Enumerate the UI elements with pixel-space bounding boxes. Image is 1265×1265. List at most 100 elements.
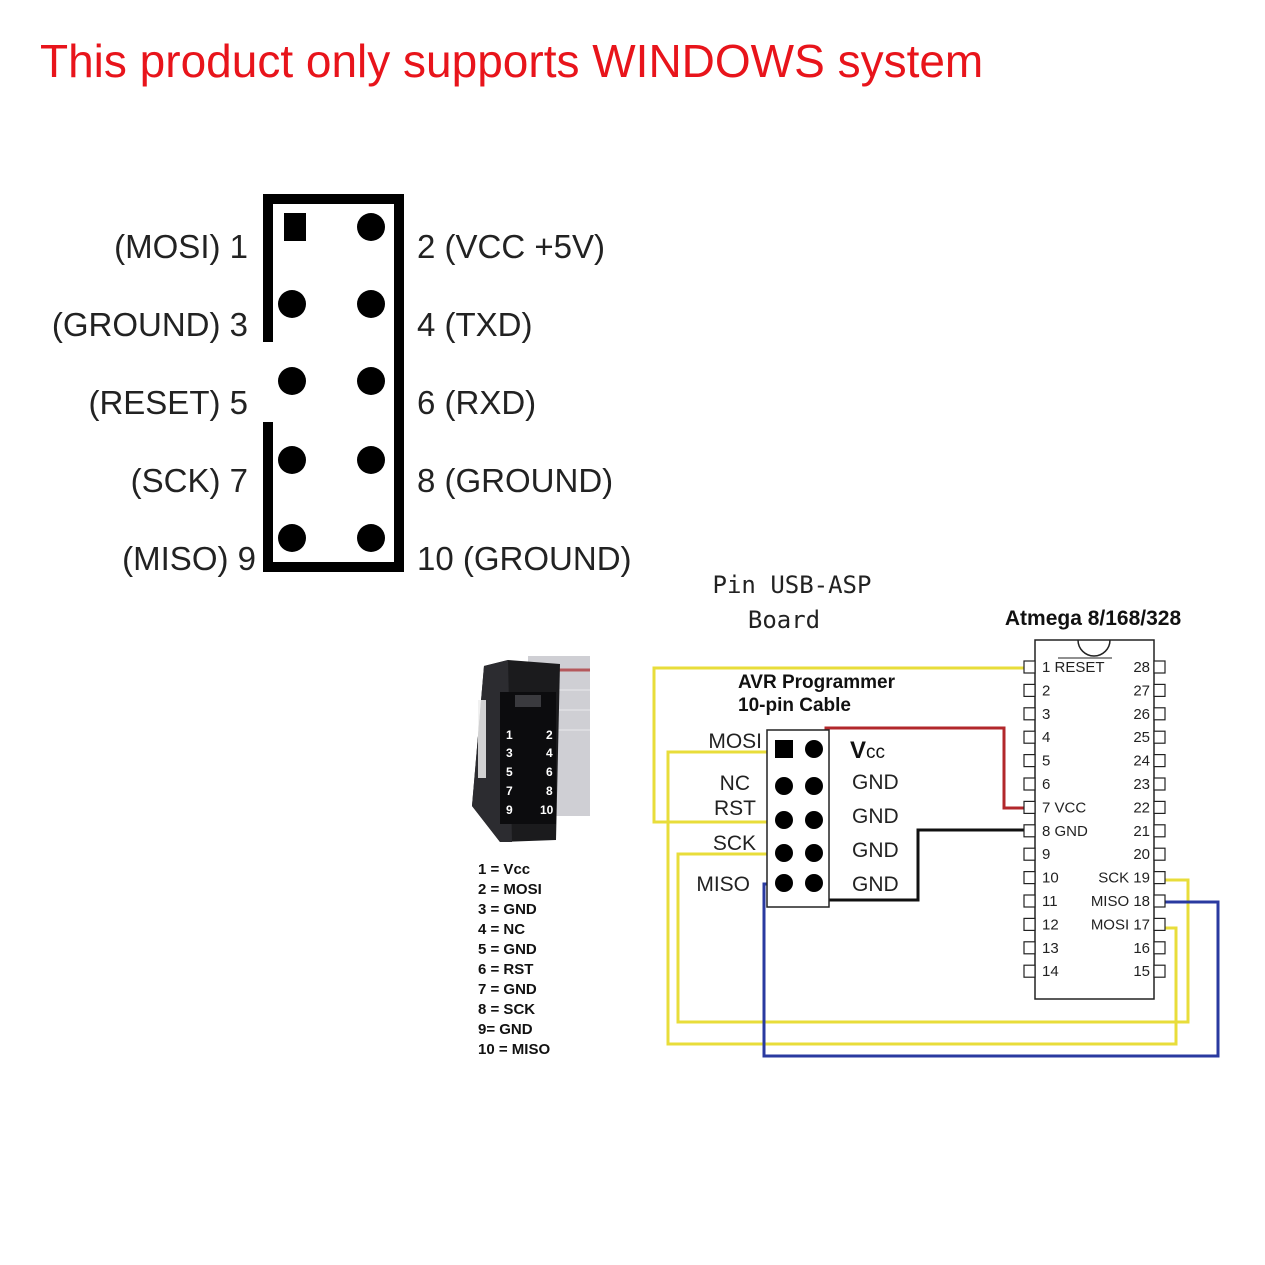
chip-pin-label: 6 [1042,776,1050,793]
chip-pin-pad [1023,753,1036,768]
chip-pin-label: 9 [1042,846,1050,863]
right-label-8: 8 (GROUND) [417,462,613,499]
chip-pin-pad [1023,800,1036,815]
chip-pin-pad [1023,777,1036,791]
legend-line: 4 = NC [478,921,525,938]
chip-pin-pad [1023,870,1036,885]
pin-10-dot [357,524,385,552]
cable-pin-8 [805,844,823,862]
chip-pin-label: 15 [1133,963,1150,980]
photo-pin-2: 2 [546,728,553,742]
photo-pin-10: 10 [540,803,554,817]
left-label-1: (MOSI) 1 [114,228,248,265]
cable-pin-1 [775,740,793,758]
photo-pin-9: 9 [506,803,513,817]
chip-pin-label: 3 [1042,706,1050,723]
chip-pin-label: 20 [1133,846,1150,863]
wire-mosi-to-pin17 [666,750,1178,1046]
photo-pin-7: 7 [506,784,513,798]
pin-3-dot [278,290,306,318]
cable-pin-10 [805,874,823,892]
pin-1-square [284,213,306,241]
cable-label-gnd: GND [852,805,899,828]
chip-pin-pad [1023,824,1036,838]
chip-pin-pad [1023,683,1036,698]
legend-line: 6 = RST [478,961,533,978]
chip-pin-label: 7 VCC [1042,799,1086,816]
pin-6-dot [357,367,385,395]
chip-pin-pad [1153,941,1166,955]
legend-line: 7 = GND [478,981,537,998]
pin-4-dot [357,290,385,318]
photo-pin-8: 8 [546,784,553,798]
cable-label-gnd: GND [852,771,899,794]
photo-pin-5: 5 [506,765,513,779]
chip-pin-pad [1023,847,1036,861]
cable-pin-6 [805,811,823,829]
photo-pin-6: 6 [546,765,553,779]
chip-pin-pad [1153,870,1166,885]
connector-photo [472,656,590,842]
chip-pin-label: 26 [1133,706,1150,723]
usbasp-title-line2: Board [748,606,820,634]
chip-pin-label: 11 [1042,893,1058,910]
chip-pin-pad [1153,730,1166,744]
cable-pin-9 [775,874,793,892]
wire-miso-to-pin18 [762,882,1220,1058]
connector-face [500,692,556,824]
cable-pin-3 [775,777,793,795]
cable-label-rst: RST [714,797,756,820]
chip-pin-label: 8 GND [1042,823,1088,840]
header-pinout: (MOSI) 1 (GROUND) 3 (RESET) 5 (SCK) 7 (M… [52,194,632,577]
chip-pin-label: 13 [1042,940,1059,957]
chip-pin-label: 14 [1042,963,1059,980]
chip-pin-pad [1153,660,1166,674]
photo-pin-1: 1 [506,728,513,742]
legend-line: 2 = MOSI [478,881,542,898]
cable-label-gnd: GND [852,873,899,896]
legend-line: 3 = GND [478,901,537,918]
right-label-10: 10 (GROUND) [417,540,632,577]
photo-pin-numbers: 1 2 3 4 5 6 7 8 9 10 [506,728,554,817]
chip-pin-label: 22 [1133,799,1150,816]
photo-legend: 1 = Vcc 2 = MOSI 3 = GND 4 = NC 5 = GND … [478,861,550,1058]
programmer-cable: Pin USB-ASP Board AVR Programmer 10-pin … [696,571,899,908]
chip-pin-pad [1023,941,1036,955]
cable-label-mosi: MOSI [708,730,762,753]
legend-line: 8 = SCK [478,1001,535,1018]
legend-line: 5 = GND [478,941,537,958]
chip-pin-pad [1023,894,1036,908]
chip-pin-label: MOSI 17 [1091,916,1150,933]
chip-pin-pad [1023,660,1036,674]
cable-pin-5 [775,811,793,829]
chip-pin-pad [1153,847,1166,861]
chip-pin-label: 4 [1042,729,1050,746]
right-label-2: 2 (VCC +5V) [417,228,605,265]
left-label-9: (MISO) 9 [122,540,256,577]
chip-pin-pad [1153,824,1166,838]
cable-title-line1: AVR Programmer [738,672,896,693]
chip-pin-pad [1153,777,1166,791]
left-label-3: (GROUND) 3 [52,306,248,343]
pin-8-dot [357,446,385,474]
chip-pin-pad [1153,917,1166,932]
pin-2-dot [357,213,385,241]
chip-pin-pad [1023,917,1036,932]
pin-9-dot [278,524,306,552]
chip-pin-pad [1023,707,1036,721]
cable-label-vcc: Vcc [850,737,885,764]
legend-line: 1 = Vcc [478,861,530,878]
chip-pin-label: 23 [1133,776,1150,793]
chip-pin-pad [1153,964,1166,978]
usbasp-title-line1: Pin USB-ASP [713,571,872,599]
cable-label-miso: MISO [696,873,750,896]
chip-pin-label: 1 RESET [1042,659,1105,676]
chip-pin-label: MISO 18 [1091,893,1150,910]
chip-body [1034,639,1155,1000]
chip-pin-label: 27 [1133,682,1150,699]
cable-label-nc: NC [720,772,750,795]
